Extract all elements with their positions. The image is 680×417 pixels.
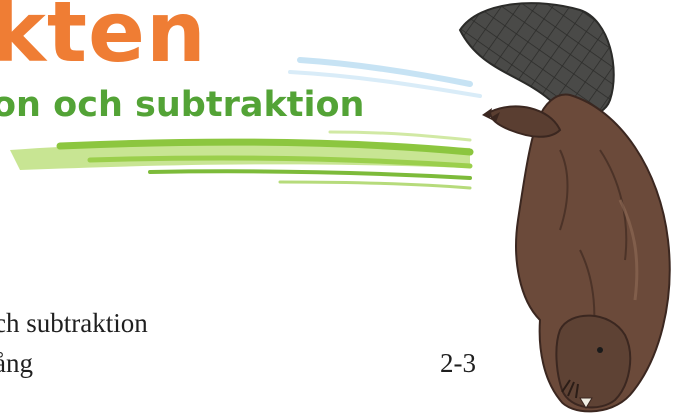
- beaver-tail: [458, 2, 615, 116]
- beaver-illustration: [458, 2, 671, 413]
- green-brush-stroke: [56, 138, 474, 156]
- toc-entry-title: ch subtraktion: [0, 308, 148, 338]
- beaver-foot: [482, 108, 500, 122]
- beaver-teeth: [579, 397, 593, 409]
- beaver-head: [555, 314, 632, 409]
- fur-highlight: [618, 199, 639, 301]
- beaver-body: [515, 93, 671, 413]
- page-title: kten: [0, 0, 207, 81]
- toc-entry[interactable]: ch subtraktion: [0, 308, 560, 344]
- toc-entry-title: ång: [0, 348, 33, 378]
- beaver-paw: [561, 379, 579, 399]
- toc-entry[interactable]: ång 2-3: [0, 348, 560, 384]
- green-brush-stroke: [10, 142, 470, 170]
- fur-texture: [559, 149, 569, 231]
- beaver-leg: [488, 105, 562, 138]
- beaver-eye: [597, 347, 603, 353]
- page-subtitle: on och subtraktion: [0, 85, 365, 125]
- green-brush-stroke: [87, 155, 473, 169]
- toc-entry-page: 2-3: [440, 348, 476, 378]
